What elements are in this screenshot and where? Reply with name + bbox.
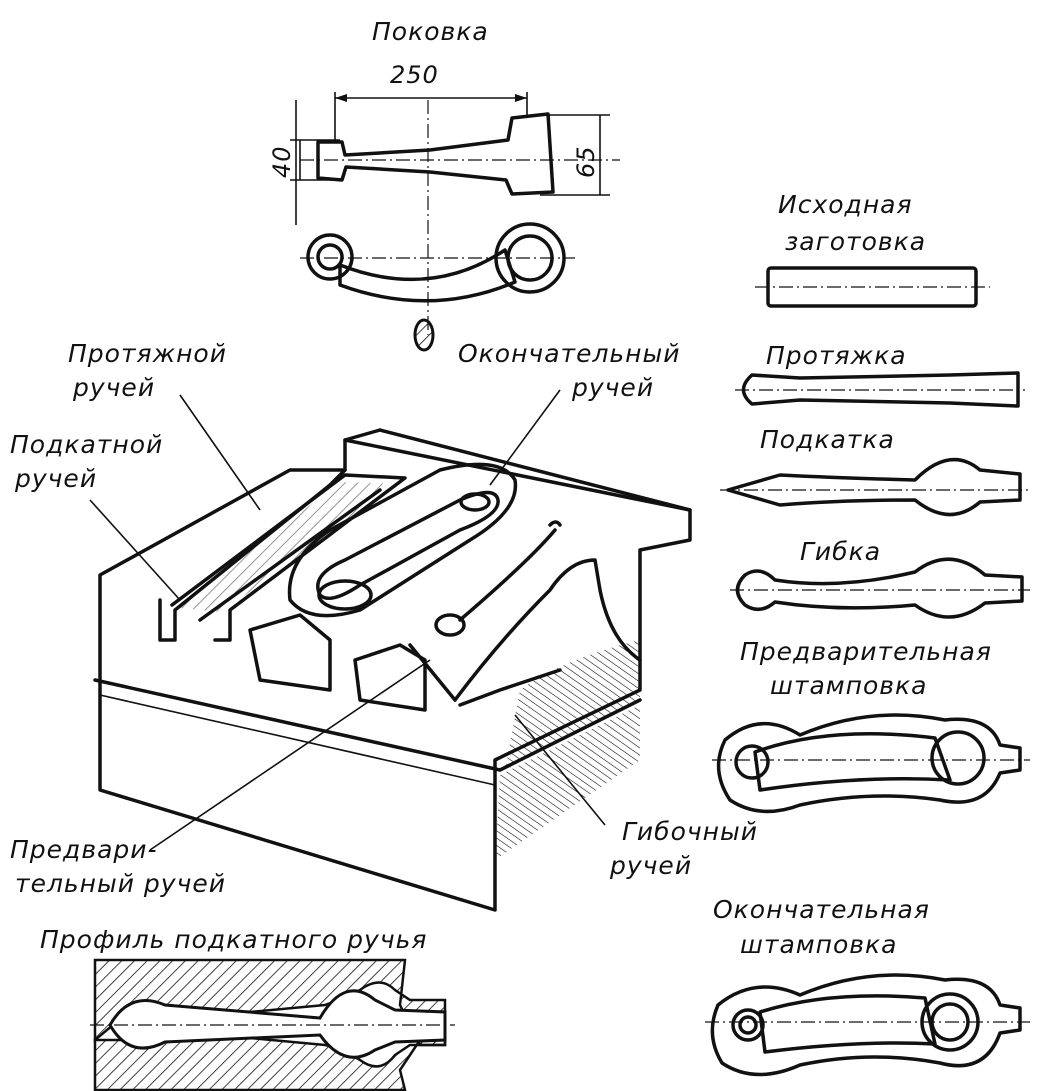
forging-stages: Исходная заготовка Протяжка Подкатка Гиб…: [705, 190, 1030, 1077]
rolling-op-label: Подкатка: [760, 425, 895, 454]
forging-drawing: Поковка 250 40 65: [268, 17, 620, 352]
rolling-cavity-label-1: Подкатной: [10, 430, 163, 459]
finishing-cavity-label-1: Окончательный: [458, 339, 681, 368]
finishing-cavity-label-2: ручей: [571, 373, 654, 402]
preliminary-cavity-label-2: тельный ручей: [15, 869, 226, 898]
preliminary-cavity-label-1: Предвари-: [10, 835, 158, 864]
blank-label-2: заготовка: [785, 227, 926, 256]
dimension-250: 250: [390, 61, 439, 89]
finishing-cavity: [287, 462, 518, 618]
prelim-stamping-label-1: Предварительная: [740, 637, 992, 666]
prelim-stamping-shape: [712, 713, 1030, 814]
blank-label-1: Исходная: [778, 190, 913, 219]
drawing-cavity-label-2: ручей: [72, 373, 155, 402]
bending-cavity: [408, 558, 642, 707]
rolling-profile-label: Профиль подкатного ручья: [40, 925, 427, 954]
forging-title: Поковка: [372, 17, 489, 46]
final-stamping-label-1: Окончательная: [713, 895, 930, 924]
bending-op-label: Гибка: [800, 537, 881, 566]
forging-plan-view: [300, 100, 575, 352]
rolling-cavity-label-2: ручей: [14, 464, 97, 493]
final-stamping-label-2: штамповка: [740, 930, 897, 959]
prelim-stamping-label-2: штамповка: [770, 671, 927, 700]
drawing-op-shape: [741, 371, 1020, 408]
blank-shape: [755, 266, 990, 308]
forging-side-view: [316, 112, 555, 196]
bending-cavity-label-2: ручей: [609, 851, 692, 880]
leader-lines: [89, 389, 606, 851]
drawing-cavity-label-1: Протяжной: [68, 339, 227, 368]
rolling-cavity-profile: Профиль подкатного ручья: [40, 925, 455, 1091]
drawing-cavity: [158, 468, 407, 642]
drawing-op-label: Протяжка: [766, 341, 907, 370]
bending-cavity-label-1: Гибочный: [622, 817, 758, 846]
bending-op-shape: [735, 557, 1024, 619]
die-block: [93, 428, 692, 912]
final-stamping-shape: [705, 973, 1030, 1077]
preliminary-cavity: [248, 520, 562, 712]
rolling-op-shape: [726, 457, 1022, 517]
dimension-40: 40: [268, 145, 296, 178]
dimension-65: 65: [572, 145, 600, 178]
